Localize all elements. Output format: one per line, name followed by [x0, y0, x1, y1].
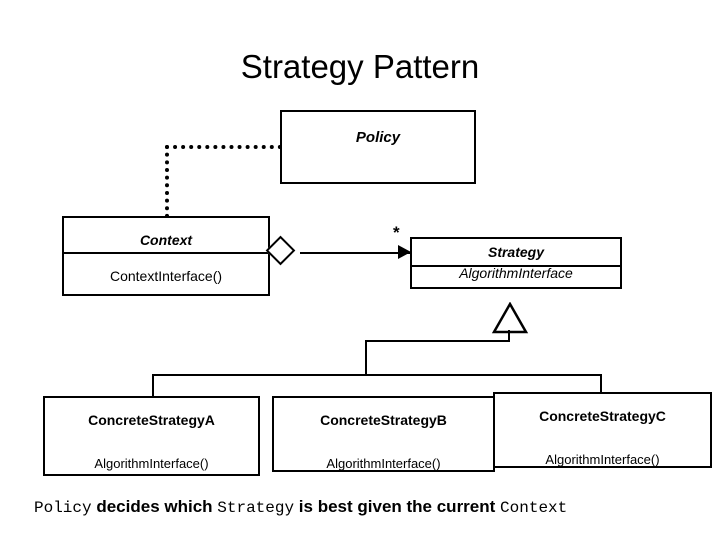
- class-divider-context: [64, 252, 268, 254]
- generalization-branch-a: [152, 374, 154, 398]
- dependency-line-vertical: [165, 145, 169, 218]
- class-box-policy[interactable]: Policy: [280, 110, 476, 184]
- aggregation-arrowhead-icon: [398, 245, 411, 259]
- class-box-concrete-strategy-a[interactable]: ConcreteStrategyA AlgorithmInterface(): [43, 396, 260, 476]
- caption-policy-term: Policy: [34, 499, 92, 517]
- class-name-policy: Policy: [355, 129, 401, 146]
- generalization-upper-horizontal: [365, 340, 510, 342]
- caption-strategy-term: Strategy: [217, 499, 295, 517]
- class-operations-concrete-strategy-a: AlgorithmInterface(): [94, 456, 209, 471]
- class-box-concrete-strategy-c[interactable]: ConcreteStrategyC AlgorithmInterface(): [493, 392, 712, 468]
- class-name-concrete-strategy-c: ConcreteStrategyC: [539, 408, 666, 424]
- aggregation-diamond-icon: [265, 235, 296, 266]
- class-box-strategy[interactable]: Strategy AlgorithmInterface: [410, 237, 622, 289]
- caption-context-term: Context: [500, 499, 568, 517]
- class-operations-concrete-strategy-b: AlgorithmInterface(): [326, 456, 441, 471]
- generalization-branch-c: [600, 374, 602, 394]
- class-name-concrete-strategy-b: ConcreteStrategyB: [320, 412, 447, 428]
- class-operations-concrete-strategy-c: AlgorithmInterface(): [545, 452, 660, 467]
- class-name-context: Context: [139, 232, 193, 248]
- generalization-stem: [508, 330, 510, 342]
- diagram-caption: Policy decides which Strategy is best gi…: [34, 497, 694, 517]
- generalization-drop: [365, 340, 367, 376]
- page-title: Strategy Pattern: [240, 48, 480, 85]
- class-box-concrete-strategy-b[interactable]: ConcreteStrategyB AlgorithmInterface(): [272, 396, 495, 472]
- class-divider-strategy: [412, 265, 620, 267]
- inheritance-triangle-icon: [491, 302, 529, 334]
- class-name-concrete-strategy-a: ConcreteStrategyA: [88, 412, 215, 428]
- multiplicity-label: *: [393, 223, 400, 242]
- dependency-line-horizontal: [165, 145, 282, 149]
- class-name-strategy: Strategy: [487, 244, 545, 260]
- class-box-context[interactable]: Context ContextInterface(): [62, 216, 270, 296]
- class-operations-strategy: AlgorithmInterface: [459, 265, 573, 281]
- class-operations-context: ContextInterface(): [109, 268, 223, 284]
- aggregation-line: [300, 252, 412, 254]
- generalization-bus: [152, 374, 602, 376]
- caption-text-1: decides which: [91, 497, 218, 516]
- caption-text-2: is best given the current: [294, 497, 501, 516]
